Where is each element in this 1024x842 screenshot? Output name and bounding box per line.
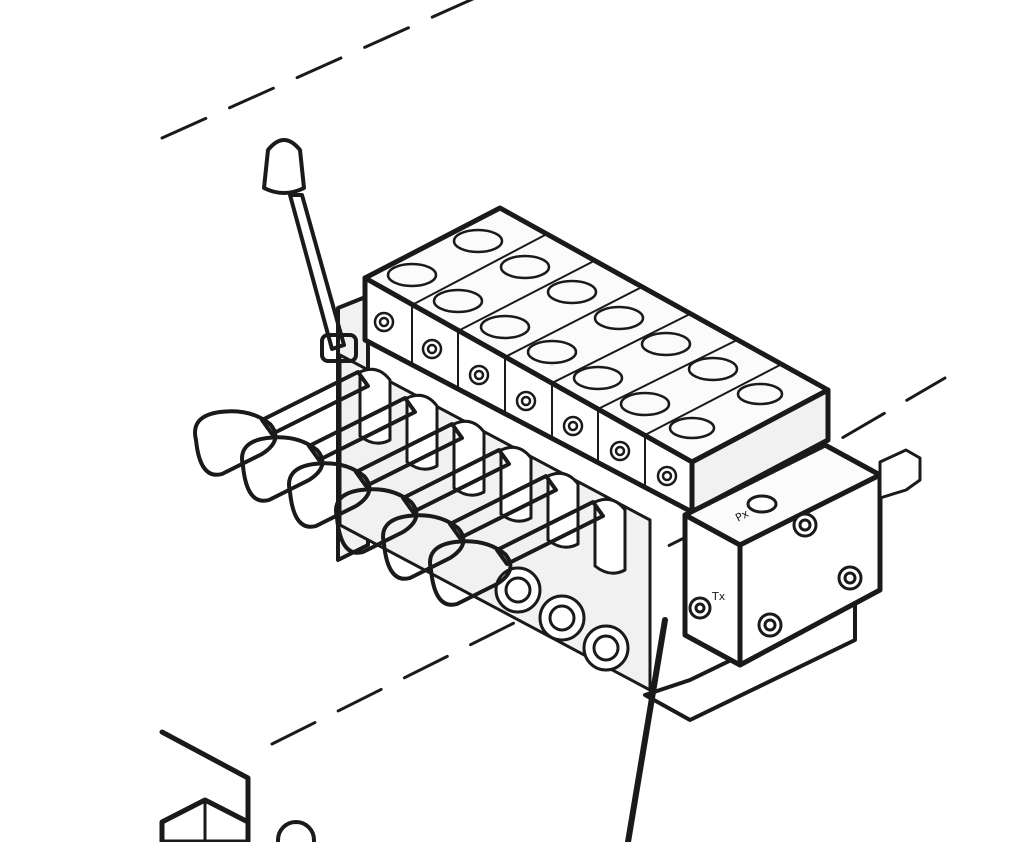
main-lever-base — [320, 333, 358, 363]
port-b3 — [546, 279, 598, 305]
handle-3 — [287, 422, 464, 529]
port-label-lower: Tx — [711, 590, 726, 603]
work-ports-top — [386, 228, 784, 440]
handle-6 — [428, 500, 605, 607]
port-a4 — [526, 339, 578, 365]
port-b1 — [452, 228, 504, 254]
port-b6 — [687, 356, 739, 382]
main-lever — [262, 138, 358, 363]
port-b2 — [499, 254, 551, 280]
main-lever-knob — [262, 138, 306, 195]
port-a6 — [619, 391, 671, 417]
handle-1 — [193, 370, 370, 477]
valve-block-end — [689, 387, 831, 515]
inlet-cover-fittings — [688, 494, 863, 638]
port-label-upper: Px — [733, 507, 751, 525]
handle-2 — [240, 396, 417, 503]
leader-line — [625, 617, 668, 842]
spool-caps — [358, 367, 627, 575]
lower-spool-bosses — [494, 566, 630, 672]
handle-group — [193, 370, 605, 607]
side-fitting — [878, 448, 922, 500]
port-a3 — [479, 314, 531, 340]
handle-5 — [381, 474, 558, 581]
inlet-cover — [682, 442, 922, 668]
port-a2 — [432, 288, 484, 314]
port-b5 — [640, 331, 692, 357]
port-a1 — [386, 262, 438, 288]
adjacent-assembly — [159, 729, 316, 842]
port-a5 — [572, 365, 624, 391]
handle-4 — [334, 448, 511, 555]
section-dividers — [411, 234, 781, 489]
dashed-line-upper — [160, 0, 475, 140]
port-b4 — [593, 305, 645, 331]
main-lever-shaft — [288, 193, 346, 351]
front-ports — [373, 311, 678, 487]
port-b7 — [736, 382, 784, 406]
port-a7 — [668, 416, 716, 440]
